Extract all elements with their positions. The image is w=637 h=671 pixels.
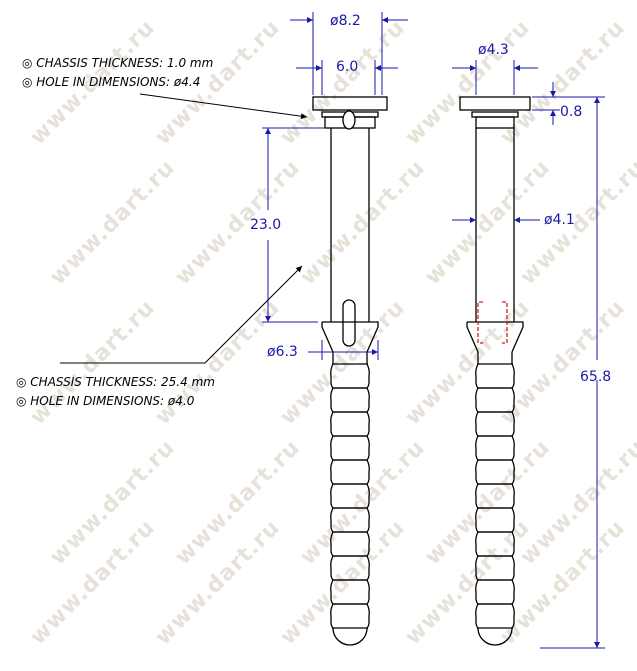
- dim-total-length: 65.8: [580, 369, 612, 385]
- dim-head-thickness: 0.8: [560, 104, 583, 120]
- note-chassis-thickness-2: ◎ CHASSIS THICKNESS: 25.4 mm: [16, 375, 215, 389]
- dim-collar-width: 6.0: [336, 59, 359, 75]
- dim-cone-diameter: ø6.3: [267, 344, 298, 360]
- note-chassis-thickness-1: ◎ CHASSIS THICKNESS: 1.0 mm: [22, 56, 214, 70]
- dim-pin-diameter: ø4.3: [478, 42, 509, 58]
- note-hole-dimension-2: ◎ HOLE IN DIMENSIONS: ø4.0: [16, 394, 195, 408]
- rivet-side-view-left: [312, 96, 388, 353]
- leader-lines: [60, 93, 308, 364]
- ribbed-leg: [330, 352, 370, 646]
- rivet-side-view-right: [459, 96, 531, 353]
- dim-shaft-length: 23.0: [250, 217, 282, 233]
- dim-head-diameter: ø8.2: [330, 13, 361, 29]
- dim-shaft-diameter: ø4.1: [544, 212, 575, 228]
- note-hole-dimension-1: ◎ HOLE IN DIMENSIONS: ø4.4: [22, 75, 201, 89]
- ribbed-leg: [475, 352, 515, 646]
